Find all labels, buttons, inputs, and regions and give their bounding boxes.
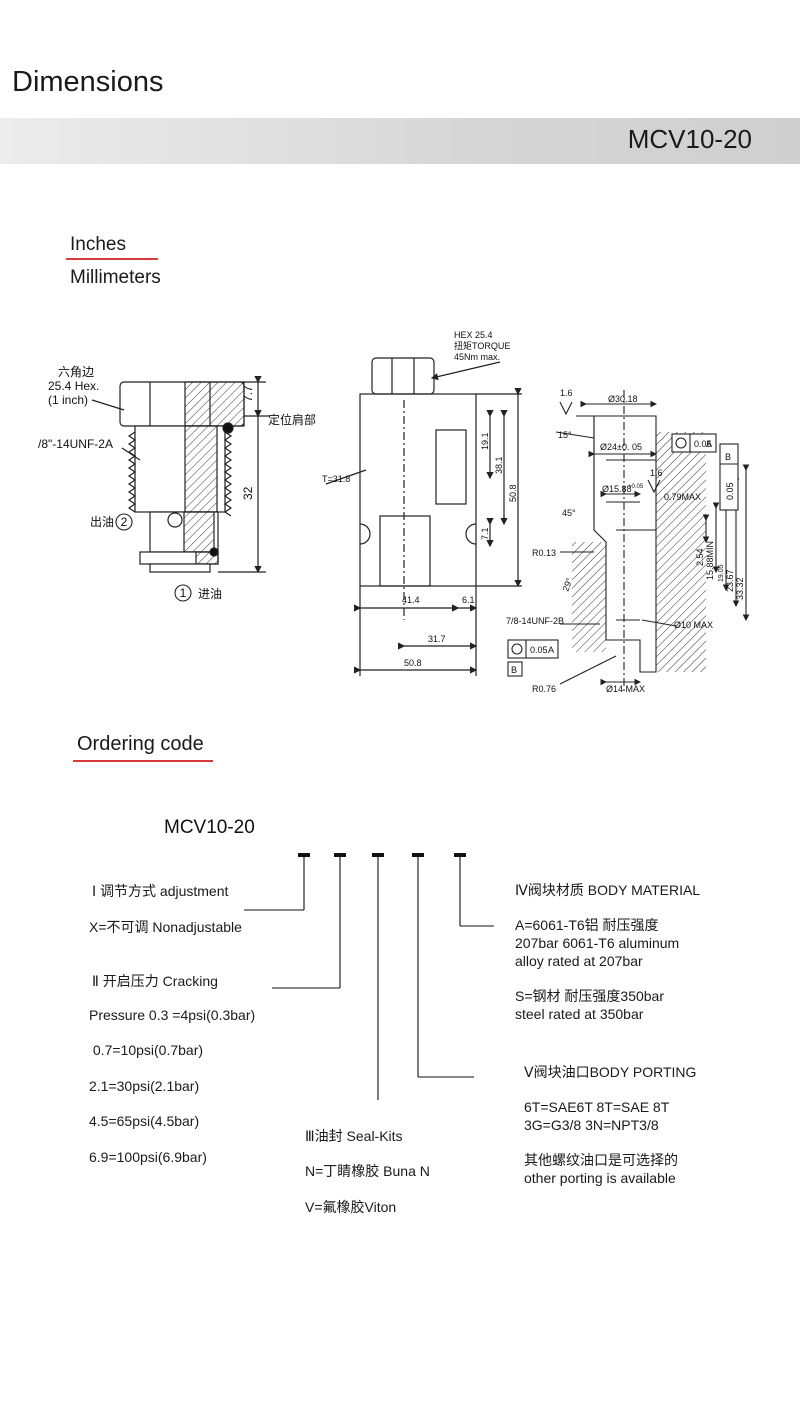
- dim-7-7: 7.7: [241, 385, 255, 402]
- svg-text:0.05: 0.05: [530, 645, 548, 655]
- tol-0-05-a: 0.05: [694, 439, 712, 449]
- dia-14-max: Ø14 MAX: [606, 684, 645, 694]
- unit-underline: [66, 258, 158, 260]
- radius-0-13: R0.13: [532, 548, 556, 558]
- svg-text:A: A: [706, 439, 712, 449]
- dia-24: Ø24±0. 05: [600, 442, 642, 452]
- porting-options: 6T=SAE6T 8T=SAE 8T 3G=G3/8 3N=NPT3/8: [524, 1099, 670, 1133]
- cracking-option: 2.1=30psi(2.1bar): [89, 1078, 200, 1094]
- cracking-option: 4.5=65psi(4.5bar): [89, 1113, 200, 1129]
- hex-25-4: HEX 25.4: [454, 330, 493, 340]
- dim-7-1: 7.1: [480, 527, 490, 540]
- unit-millimeters: Millimeters: [70, 267, 161, 288]
- t-dimension: T=31.8: [322, 474, 350, 484]
- material-title: Ⅳ阀块材质 BODY MATERIAL: [515, 882, 701, 898]
- svg-text:0.05: 0.05: [725, 482, 735, 500]
- svg-text:33.32: 33.32: [735, 577, 745, 600]
- torque-label: 扭矩TORQUE: [454, 340, 510, 351]
- port-1-marker: [174, 584, 192, 602]
- seal-title: Ⅲ油封 Seal-Kits: [305, 1128, 403, 1144]
- svg-text:1: 1: [180, 586, 187, 600]
- shoulder-label: 定位肩部: [268, 412, 316, 427]
- dim-50-8-h: 50.8: [404, 658, 422, 668]
- material-option-s: S=钢材 耐压强度350bar steel rated at 350bar: [515, 988, 664, 1022]
- model-number: MCV10-20: [627, 124, 752, 154]
- dim-19-1: 19.1: [480, 432, 490, 450]
- ordering-model: MCV10-20: [164, 817, 255, 838]
- dia-30-18: Ø30.18: [608, 394, 638, 404]
- angle-45: 45°: [562, 508, 576, 518]
- seal-option: N=丁睛橡胶 Buna N: [305, 1163, 430, 1179]
- angle-29: 29°: [560, 576, 574, 593]
- thread-7-8: 7/8-14UNF-2B: [506, 616, 564, 626]
- port-2-marker: [115, 513, 133, 531]
- unit-inches: Inches: [70, 234, 126, 255]
- hex-size-label: 25.4 Hex.: [48, 379, 99, 393]
- dim-41-4: 41.4: [402, 595, 420, 605]
- outlet-label: 出油: [90, 515, 114, 529]
- body-view: [325, 357, 522, 676]
- svg-text:B: B: [511, 665, 517, 675]
- ordering-title: Ordering code: [77, 733, 204, 755]
- angle-15: 15°: [558, 430, 572, 440]
- cracking-option: 0.7=10psi(0.7bar): [89, 1042, 204, 1058]
- dia-15-88: Ø15.88: [602, 484, 632, 494]
- svg-text:A: A: [548, 645, 554, 655]
- svg-text:2: 2: [121, 515, 128, 529]
- svg-text:2.54: 2.54: [695, 548, 705, 566]
- inlet-label: 进油: [198, 587, 222, 601]
- cracking-title: Ⅱ 开启压力 Cracking: [92, 973, 218, 989]
- svg-text:19.05: 19.05: [718, 564, 725, 582]
- cartridge-view: [91, 376, 270, 574]
- dim-15-88-min: 15.88MIN: [705, 541, 715, 580]
- svg-text:1.6: 1.6: [650, 468, 663, 478]
- dim-38-1: 38.1: [494, 456, 504, 474]
- model-band: [0, 118, 800, 164]
- max-0-79: 0.79MAX: [664, 492, 701, 502]
- ordering-connectors: [244, 853, 494, 1100]
- dim-50-8-v: 50.8: [508, 484, 518, 502]
- svg-text:+0.05: +0.05: [628, 484, 644, 490]
- material-option-a: A=6061-T6铝 耐压强度 207bar 6061-T6 aluminum …: [515, 917, 680, 969]
- svg-text:23.67: 23.67: [725, 569, 735, 592]
- porting-title: Ⅴ阀块油口BODY PORTING: [524, 1064, 697, 1080]
- cavity-view: [507, 390, 750, 692]
- radius-0-76: R0.76: [532, 684, 556, 694]
- dim-32: 32: [241, 486, 255, 500]
- hex-cn-label: 六角边: [58, 365, 94, 379]
- dimension-drawing: 六角边 25.4 Hex. (1 inch) /8"-14UNF-2A 定位肩部…: [38, 330, 750, 694]
- thread-label: /8"-14UNF-2A: [38, 437, 113, 451]
- dia-10-max: Ø10 MAX: [674, 620, 713, 630]
- svg-text:B: B: [725, 452, 731, 462]
- svg-text:1.6: 1.6: [560, 388, 573, 398]
- adjustment-title: Ⅰ 调节方式 adjustment: [92, 883, 229, 899]
- torque-value: 45Nm max.: [454, 352, 500, 362]
- page-title: Dimensions: [12, 66, 164, 98]
- dim-31-7: 31.7: [428, 634, 446, 644]
- dim-6-1: 6.1: [462, 595, 475, 605]
- adjustment-option: X=不可调 Nonadjustable: [89, 919, 242, 935]
- seal-option: V=氟橡胶Viton: [305, 1199, 397, 1215]
- porting-note: 其他螺纹油口是可选择的 other porting is available: [524, 1152, 678, 1186]
- cracking-option: Pressure 0.3 =4psi(0.3bar): [89, 1007, 256, 1023]
- cracking-option: 6.9=100psi(6.9bar): [89, 1149, 207, 1165]
- ordering-underline: [73, 760, 213, 762]
- hex-inch-label: (1 inch): [48, 393, 88, 407]
